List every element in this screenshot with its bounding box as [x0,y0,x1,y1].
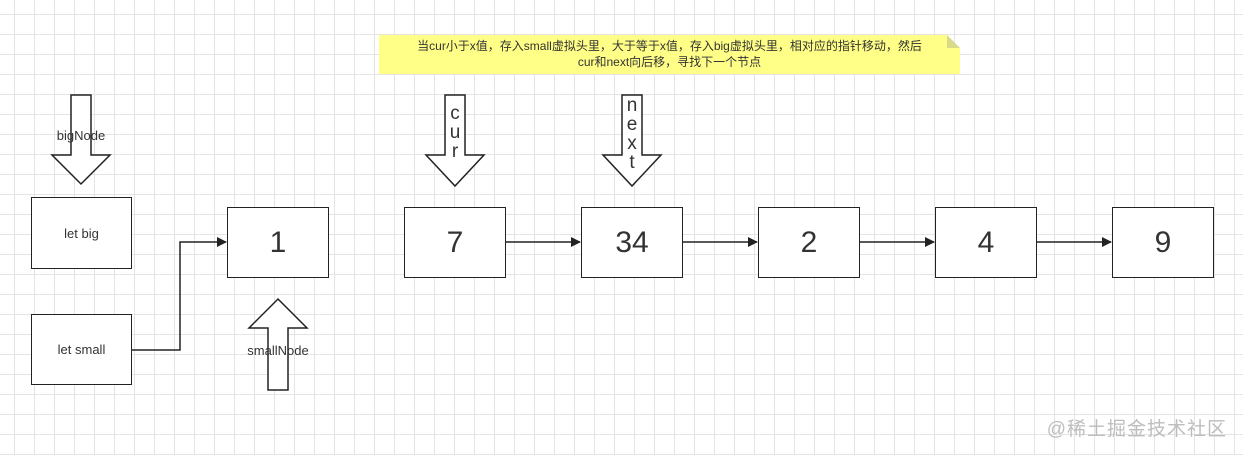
note-line-1: 当cur小于x值，存入small虚拟头里，大于等于x值，存入big虚拟头里，相对… [417,39,922,53]
annotation-note: 当cur小于x值，存入small虚拟头里，大于等于x值，存入big虚拟头里，相对… [379,35,960,74]
next-letter: e [626,114,638,135]
cur-label: c u r [450,104,461,161]
smallnode-label: smallNode [247,343,309,358]
watermark: @稀土掘金技术社区 [1046,419,1227,440]
next-letter: n [626,95,638,116]
small-list-node-1: 1 [227,207,329,278]
next-letter: x [627,133,637,154]
list-node-4: 4 [935,207,1037,278]
list-node-7: 7 [404,207,506,278]
next-letter: t [629,152,635,173]
bignode-down-arrow [50,94,112,186]
cur-letter: c [450,103,460,124]
next-down-arrow [601,94,663,188]
note-line-2: cur和next向后移，寻找下一个节点 [577,55,762,69]
cur-letter: r [451,141,459,162]
let-big-box: let big [31,197,132,269]
next-label: n e x t [627,96,638,172]
smallnode-up-arrow [247,297,309,391]
list-node-2: 2 [758,207,860,278]
list-node-34: 34 [581,207,683,278]
let-small-box: let small [31,314,132,385]
small-to-node-1-connector [131,237,227,351]
bignode-label: bigNode [56,128,106,143]
list-node-9: 9 [1112,207,1214,278]
cur-letter: u [449,122,461,143]
cur-down-arrow [424,94,486,188]
